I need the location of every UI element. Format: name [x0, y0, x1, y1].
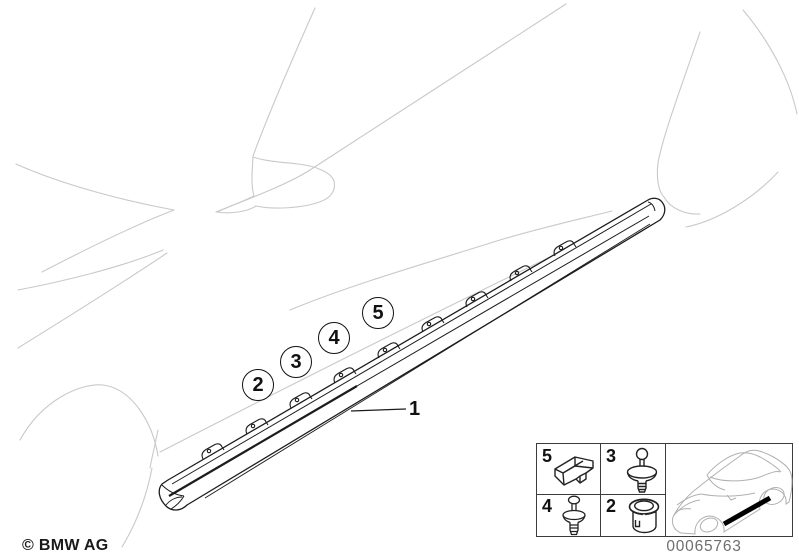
- callout-3-number: 3: [290, 350, 302, 373]
- leader-line-1: [350, 408, 407, 412]
- callout-circle-3[interactable]: 3: [280, 346, 312, 378]
- grommet-icon: [628, 498, 660, 534]
- part-label-1[interactable]: 1: [409, 398, 421, 420]
- car-body-sketch: [15, 3, 798, 548]
- blind-rivet-icon: [562, 495, 586, 536]
- callout-circle-2[interactable]: 2: [242, 369, 274, 401]
- car-location-thumbnail: [671, 449, 793, 535]
- legend-divider-vertical-1: [600, 444, 601, 536]
- callout-circle-4[interactable]: 4: [318, 322, 350, 354]
- legend-cell-5-label[interactable]: 5: [542, 446, 553, 466]
- legend-divider-vertical-2: [665, 444, 666, 536]
- callout-5-number: 5: [372, 301, 384, 324]
- sill-strip-drawing: [158, 197, 666, 511]
- legend-cell-4-label[interactable]: 4: [542, 496, 553, 516]
- clip-icon: [554, 456, 594, 486]
- callout-4-number: 4: [328, 326, 340, 349]
- callout-2-number: 2: [252, 373, 264, 396]
- callout-circle-5[interactable]: 5: [362, 297, 394, 329]
- legend-divider-horizontal: [537, 494, 666, 495]
- sill-highlight-stripe: [722, 495, 772, 527]
- drawing-number: 00065763: [666, 538, 742, 555]
- expanding-rivet-icon: [626, 447, 658, 493]
- legend-cell-3-label[interactable]: 3: [606, 446, 617, 466]
- legend-box: 5 3 4 2: [536, 443, 793, 537]
- copyright-notice: © BMW AG: [22, 537, 109, 554]
- sill-clip-tabs: [201, 240, 577, 460]
- legend-cell-2-label[interactable]: 2: [606, 496, 617, 516]
